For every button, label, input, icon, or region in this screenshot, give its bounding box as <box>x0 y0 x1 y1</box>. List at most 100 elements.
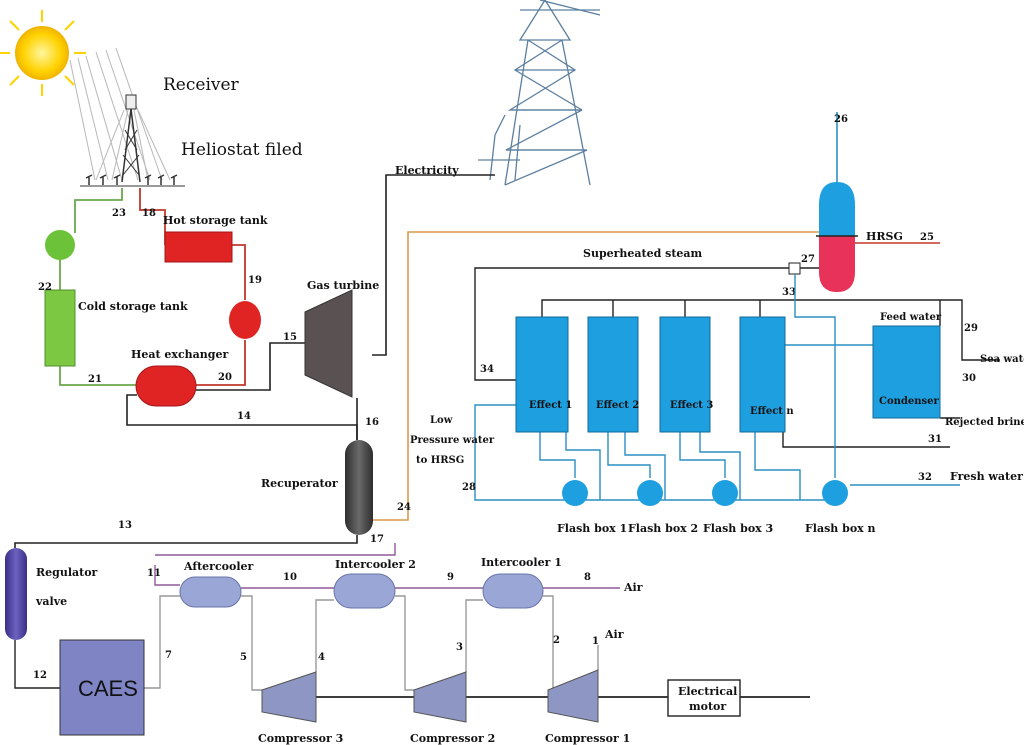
stream-25: 25 <box>920 232 934 243</box>
stream-33: 33 <box>782 287 796 298</box>
flash-box-1 <box>562 480 588 506</box>
stream-21: 21 <box>88 374 102 385</box>
compressor-3-label: Compressor 3 <box>258 732 343 745</box>
gas-turbine <box>304 289 353 398</box>
gas-turbine-label: Gas turbine <box>307 279 379 292</box>
transmission-tower-icon <box>478 0 601 186</box>
stream-9: 9 <box>447 572 454 583</box>
flash-box-3 <box>712 480 738 506</box>
stream-32: 32 <box>918 472 932 483</box>
effect-2-label: Effect 2 <box>596 400 639 411</box>
stream-2: 2 <box>553 635 560 646</box>
condenser <box>872 325 941 419</box>
regulator-label-1: Regulator <box>36 566 98 579</box>
stream-34: 34 <box>480 364 494 375</box>
electrical-motor <box>667 679 741 717</box>
heat-exchanger-label: Heat exchanger <box>131 348 228 361</box>
recuperator <box>345 440 373 535</box>
compressor-2-label: Compressor 2 <box>410 732 495 745</box>
receiver-tower-icon <box>121 94 141 183</box>
stream-28: 28 <box>462 482 476 493</box>
compressor-3 <box>261 671 317 723</box>
effect-2 <box>587 316 639 433</box>
stream-15: 15 <box>283 332 297 343</box>
motor-label-2: motor <box>689 700 726 713</box>
aftercooler-label: Aftercooler <box>183 560 253 573</box>
low-pressure-label-1: Low <box>430 415 453 426</box>
motor-label-1: Electrical <box>678 685 737 698</box>
stream-16: 16 <box>365 417 379 428</box>
stream-29: 29 <box>964 323 978 334</box>
flash-box-2-label: Flash box 2 <box>628 522 698 535</box>
stream-3: 3 <box>456 642 463 653</box>
stream-12: 12 <box>33 670 47 681</box>
flash-box-n-label: Flash box n <box>805 522 876 535</box>
receiver-label: Receiver <box>163 75 240 95</box>
intercooler-2 <box>333 573 396 609</box>
compressor-1-label: Compressor 1 <box>545 732 630 745</box>
condenser-label: Condenser <box>879 396 940 407</box>
sun-icon <box>0 10 86 96</box>
flash-box-2 <box>637 480 663 506</box>
flash-box-3-label: Flash box 3 <box>703 522 773 535</box>
sea-water-label: Sea water <box>980 354 1024 365</box>
stream-14: 14 <box>237 411 251 422</box>
intercooler-1-label: Intercooler 1 <box>481 556 562 569</box>
desal-dark-lines <box>474 267 1000 448</box>
stream-5: 5 <box>240 652 247 663</box>
low-pressure-label-3: to HRSG <box>416 455 464 466</box>
stream-11: 11 <box>147 568 161 579</box>
stream-18: 18 <box>142 208 156 219</box>
hrsg <box>816 182 858 292</box>
stream-13: 13 <box>118 520 132 531</box>
air-inlet-bottom-label: Air <box>604 628 624 641</box>
caes-lines <box>14 543 810 698</box>
gas-turbine-lines <box>14 174 495 548</box>
aftercooler <box>179 576 242 608</box>
low-pressure-label-2: Pressure water <box>410 435 495 446</box>
cold-storage-tank <box>44 289 76 367</box>
stream-17: 17 <box>370 534 384 545</box>
electricity-label: Electricity <box>395 164 459 177</box>
intercooler-1 <box>482 573 544 609</box>
hot-tank-label: Hot storage tank <box>163 214 268 227</box>
caes-label: CAES <box>78 676 138 701</box>
flash-box-1-label: Flash box 1 <box>557 522 627 535</box>
stream-4: 4 <box>318 652 325 663</box>
heliostat-mirrors-icon <box>80 174 185 187</box>
stream-23: 23 <box>112 208 126 219</box>
heat-exchanger <box>135 365 197 407</box>
steam-valve <box>788 262 801 275</box>
caes-tank <box>59 639 145 736</box>
solar-loop-lines <box>59 188 246 386</box>
stream-26: 26 <box>834 114 848 125</box>
compressor-2 <box>413 671 467 723</box>
effect-1 <box>515 316 569 433</box>
stream-30: 30 <box>962 373 976 384</box>
stream-22: 22 <box>38 282 52 293</box>
effect-n-label: Effect n <box>750 406 794 417</box>
hrsg-label: HRSG <box>866 230 903 243</box>
regulator-label-2: valve <box>35 595 67 608</box>
stream-24: 24 <box>397 502 411 513</box>
compressor-1 <box>547 669 599 723</box>
hot-storage-pump <box>229 301 261 339</box>
stream-8: 8 <box>584 572 591 583</box>
stream-1: 1 <box>592 636 599 647</box>
flash-box-n <box>822 480 848 506</box>
regulator-valve <box>5 548 27 640</box>
cold-tank-label: Cold storage tank <box>78 300 188 313</box>
effect-3 <box>659 316 711 433</box>
air-inlet-top-label: Air <box>623 581 643 594</box>
feed-water-label: Feed water <box>880 312 942 323</box>
superheated-label: Superheated steam <box>583 247 703 260</box>
hot-storage-tank <box>164 231 233 263</box>
exhaust-to-hrsg-line <box>373 231 820 521</box>
effect-n <box>739 316 786 433</box>
heliostat-label: Heliostat filed <box>181 140 303 160</box>
fresh-water-label: Fresh water <box>950 470 1023 483</box>
stream-31: 31 <box>928 434 942 445</box>
effect-3-label: Effect 3 <box>670 400 713 411</box>
stream-20: 20 <box>218 372 232 383</box>
